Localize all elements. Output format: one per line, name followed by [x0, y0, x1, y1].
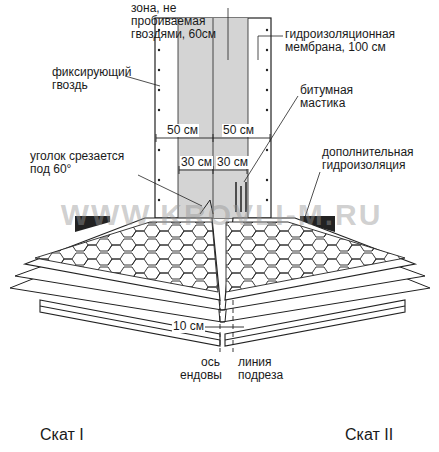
- dimension: 50 см: [166, 124, 199, 137]
- callout-label: гидроизоляционная мембрана, 100 см: [285, 28, 425, 54]
- callout-label: битумная мастика: [300, 84, 370, 110]
- slope-label: Скат I: [40, 426, 84, 444]
- dimension: 30 см: [216, 156, 249, 169]
- callout-label: фиксирующий гвоздь: [52, 66, 127, 92]
- dimension: 50 см: [222, 124, 255, 137]
- axis-label: линия подреза: [238, 356, 293, 382]
- callout-label: дополнительная гидроизоляция: [322, 146, 434, 172]
- dimension: 10 см: [172, 320, 205, 333]
- axis-label: ось ендовы: [180, 356, 220, 382]
- slope-label: Скат II: [345, 426, 393, 444]
- callout-label: зона, не пробиваемая гвоздями, 60см: [131, 2, 227, 41]
- dimension: 30 см: [180, 156, 213, 169]
- callout-label: уголок срезается под 60°: [30, 150, 140, 176]
- watermark: WWW.KROVLI-M.RU: [2, 198, 439, 232]
